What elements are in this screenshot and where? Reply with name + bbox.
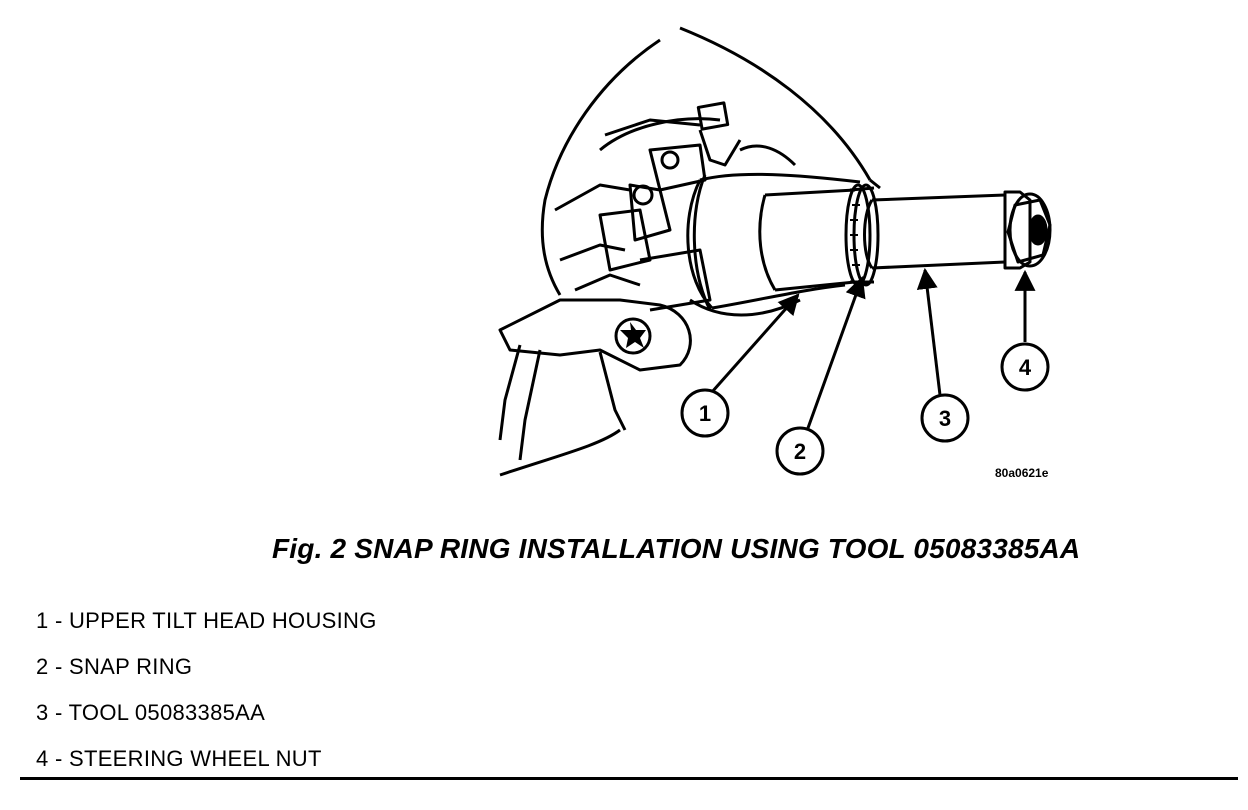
legend-item: 4 - STEERING WHEEL NUT: [36, 746, 322, 771]
column-shroud: [540, 26, 881, 296]
callout-number: 2: [794, 439, 806, 464]
callout-1: 1: [680, 388, 730, 438]
callout-3: 3: [920, 393, 970, 443]
callout-4: 4: [1000, 342, 1050, 392]
image-code: 80a0621e: [995, 466, 1049, 480]
legend-item: 1 - UPPER TILT HEAD HOUSING: [36, 608, 377, 633]
callout-number: 4: [1019, 355, 1032, 380]
tilt-mechanism: [598, 101, 801, 317]
callout-number: 1: [699, 401, 711, 426]
upper-tilt-head-housing: [686, 172, 861, 310]
bottom-divider: [20, 777, 1238, 780]
legend-item: 3 - TOOL 05083385AA: [36, 700, 266, 725]
callout-number: 3: [939, 406, 951, 431]
legend-item: 2 - SNAP RING: [36, 654, 193, 679]
callout-2: 2: [775, 426, 825, 476]
steering-wheel-nut: [1003, 190, 1052, 270]
installation-tool: [863, 193, 1006, 270]
leader-arrow-3: [916, 267, 942, 396]
leader-arrows: [710, 267, 1036, 429]
tilt-bracket: [498, 298, 692, 477]
leader-arrow-2: [806, 276, 866, 429]
figure-caption: Fig. 2 SNAP RING INSTALLATION USING TOOL…: [272, 533, 1081, 564]
torx-screw-icon: [620, 322, 646, 348]
legend-list: 1 - UPPER TILT HEAD HOUSING 2 - SNAP RIN…: [36, 606, 377, 790]
leader-arrow-1: [710, 293, 800, 393]
